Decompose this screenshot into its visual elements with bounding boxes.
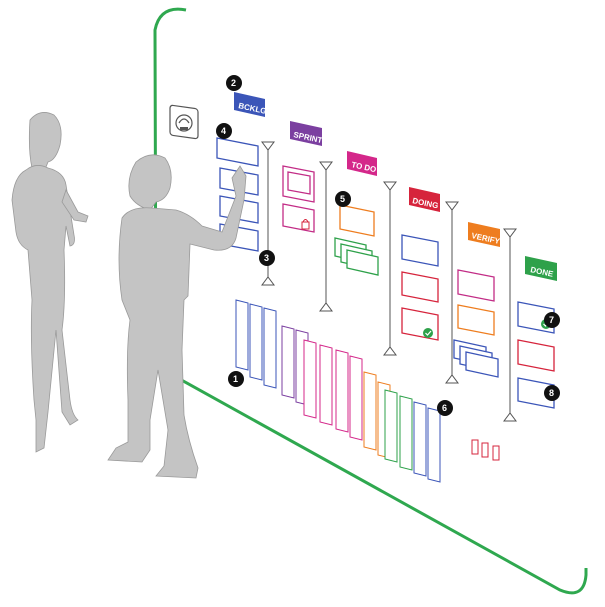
svg-text:8: 8 — [549, 388, 554, 398]
column-header-backlog: BCKLG — [234, 92, 267, 117]
verify-cards — [453, 269, 499, 378]
pin-icons — [471, 439, 500, 461]
rocket-badge-icon — [169, 104, 199, 140]
lock-icon — [301, 219, 310, 230]
column-header-doing: DOING — [409, 187, 440, 212]
column-header-sprint: SPRINT — [290, 121, 323, 146]
marker-8: 8 — [544, 385, 560, 401]
marker-7: 7 — [544, 312, 560, 328]
velocity-stacks — [235, 299, 441, 483]
column-header-verify: VERIFY — [468, 222, 501, 247]
todo-cards — [334, 204, 379, 276]
column-header-todo: TO DO — [347, 151, 377, 176]
marker-2: 2 — [226, 75, 242, 91]
svg-text:3: 3 — [264, 253, 269, 263]
column-dividers — [261, 141, 517, 422]
svg-text:6: 6 — [442, 403, 447, 413]
person-woman — [11, 112, 89, 453]
svg-text:4: 4 — [221, 126, 226, 136]
check-circle-icon — [423, 328, 433, 338]
doing-cards — [401, 234, 439, 341]
svg-text:7: 7 — [549, 315, 554, 325]
marker-4: 4 — [216, 123, 232, 139]
marker-3: 3 — [259, 250, 275, 266]
column-header-done: DONE — [525, 256, 557, 281]
svg-text:2: 2 — [231, 78, 236, 88]
marker-6: 6 — [437, 400, 453, 416]
marker-5: 5 — [335, 191, 351, 207]
person-man — [107, 154, 247, 479]
marker-1: 1 — [228, 371, 244, 387]
board-frame — [153, 7, 588, 595]
sprint-cards — [282, 165, 315, 233]
svg-text:5: 5 — [340, 194, 345, 204]
svg-text:1: 1 — [233, 374, 238, 384]
